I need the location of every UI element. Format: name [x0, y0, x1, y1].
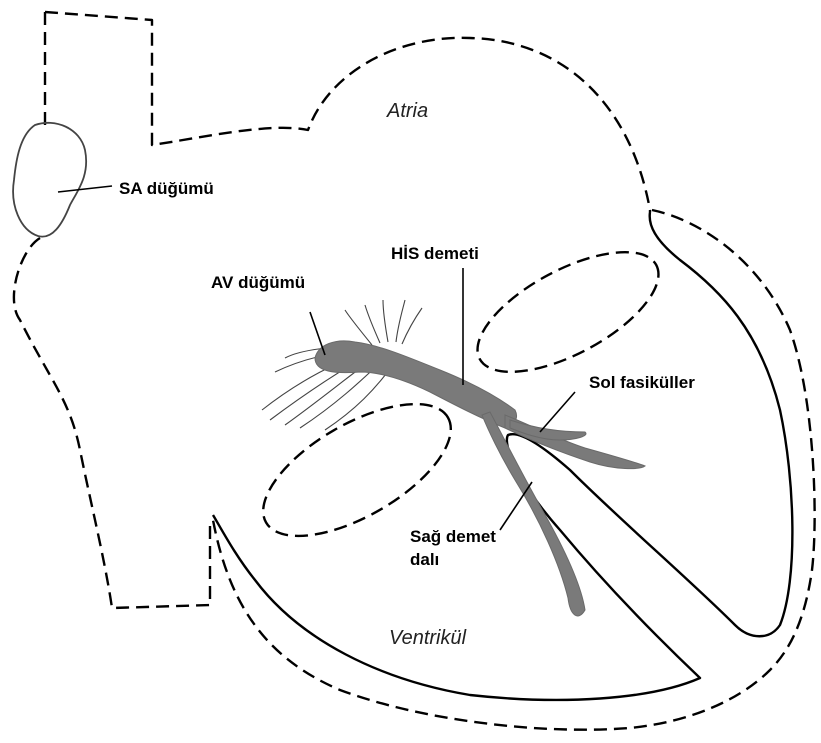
left-fascicles-label: Sol fasiküller	[589, 373, 695, 392]
sa-node-leader	[58, 186, 112, 192]
av-node-label: AV düğümü	[211, 273, 305, 292]
right-bundle-leader	[500, 482, 532, 530]
av-node-leader	[310, 312, 325, 355]
right-bundle-label-line2: dalı	[410, 550, 439, 569]
right-bundle-label-line1: Sağ demet	[410, 527, 496, 546]
sa-node-label: SA düğümü	[119, 179, 214, 198]
ventricle-label: Ventrikül	[389, 627, 467, 649]
left-fascicles-leader	[540, 392, 575, 432]
left-heart-border	[14, 12, 210, 608]
atria-label: Atria	[386, 100, 428, 122]
his-bundle-label: HİS demeti	[391, 244, 479, 263]
upper-valve	[460, 228, 676, 396]
sa-node	[13, 123, 86, 237]
